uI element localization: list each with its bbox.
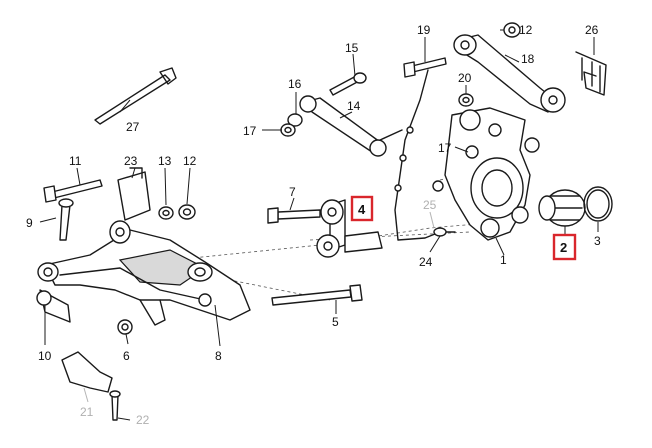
callout-10: 10 xyxy=(38,349,52,363)
nuts-washers-13-12 xyxy=(158,204,196,220)
highlight-box-2 xyxy=(552,233,577,261)
bracket-23 xyxy=(117,167,151,221)
bolt-7 xyxy=(267,207,321,224)
leader-lines xyxy=(39,29,599,421)
callout-5: 5 xyxy=(332,315,339,329)
nuts-16-17 xyxy=(280,113,303,137)
callout-24: 24 xyxy=(419,255,433,269)
callout-14: 14 xyxy=(347,99,361,113)
circlip xyxy=(583,186,613,222)
callout-2: 2 xyxy=(560,240,567,255)
bolt-19 xyxy=(403,57,447,78)
callout-17-right: 17 xyxy=(438,141,452,155)
callout-16: 16 xyxy=(288,77,302,91)
callout-12-top: 12 xyxy=(519,23,533,37)
highlight-box-4 xyxy=(350,195,374,222)
upper-arm-18 xyxy=(453,34,566,113)
callout-4: 4 xyxy=(358,202,366,217)
wheel-carrier xyxy=(432,107,540,241)
callout-19: 19 xyxy=(417,23,431,37)
bracket-21 xyxy=(61,351,121,421)
callout-20: 20 xyxy=(458,71,472,85)
callout-13: 13 xyxy=(158,154,172,168)
wheel-bearing xyxy=(538,189,586,227)
bushing-link-4 xyxy=(316,199,383,258)
callout-3: 3 xyxy=(594,234,601,248)
nut-20 xyxy=(458,93,474,107)
callout-21: 21 xyxy=(80,405,94,419)
lower-control-arm xyxy=(37,220,251,326)
bolt-5 xyxy=(271,284,363,306)
bolts-left xyxy=(43,179,103,241)
abs-sensor-wire xyxy=(394,69,456,241)
callout-15: 15 xyxy=(345,41,359,55)
callout-23: 23 xyxy=(124,154,138,168)
callout-26: 26 xyxy=(585,23,599,37)
nut-6 xyxy=(117,319,133,335)
callout-18: 18 xyxy=(521,52,535,66)
bolt-15 xyxy=(329,72,367,96)
callout-6: 6 xyxy=(123,349,130,363)
callout-25: 25 xyxy=(423,198,437,212)
callout-17-left: 17 xyxy=(243,124,257,138)
callout-22: 22 xyxy=(136,413,150,427)
callout-labels: 27 11 9 23 13 12 10 6 8 5 7 4 15 16 17 1… xyxy=(26,23,601,427)
callout-9: 9 xyxy=(26,216,33,230)
callout-12-left: 12 xyxy=(183,154,197,168)
nut-12-top xyxy=(503,22,521,38)
clip-26 xyxy=(575,51,607,96)
bushing-lower xyxy=(36,289,71,323)
callout-27: 27 xyxy=(126,120,140,134)
callout-7: 7 xyxy=(289,185,296,199)
callout-11: 11 xyxy=(69,154,82,168)
cable-tie xyxy=(94,67,177,125)
upper-link-14 xyxy=(299,95,403,157)
callout-8: 8 xyxy=(215,349,222,363)
callout-1: 1 xyxy=(500,253,507,267)
